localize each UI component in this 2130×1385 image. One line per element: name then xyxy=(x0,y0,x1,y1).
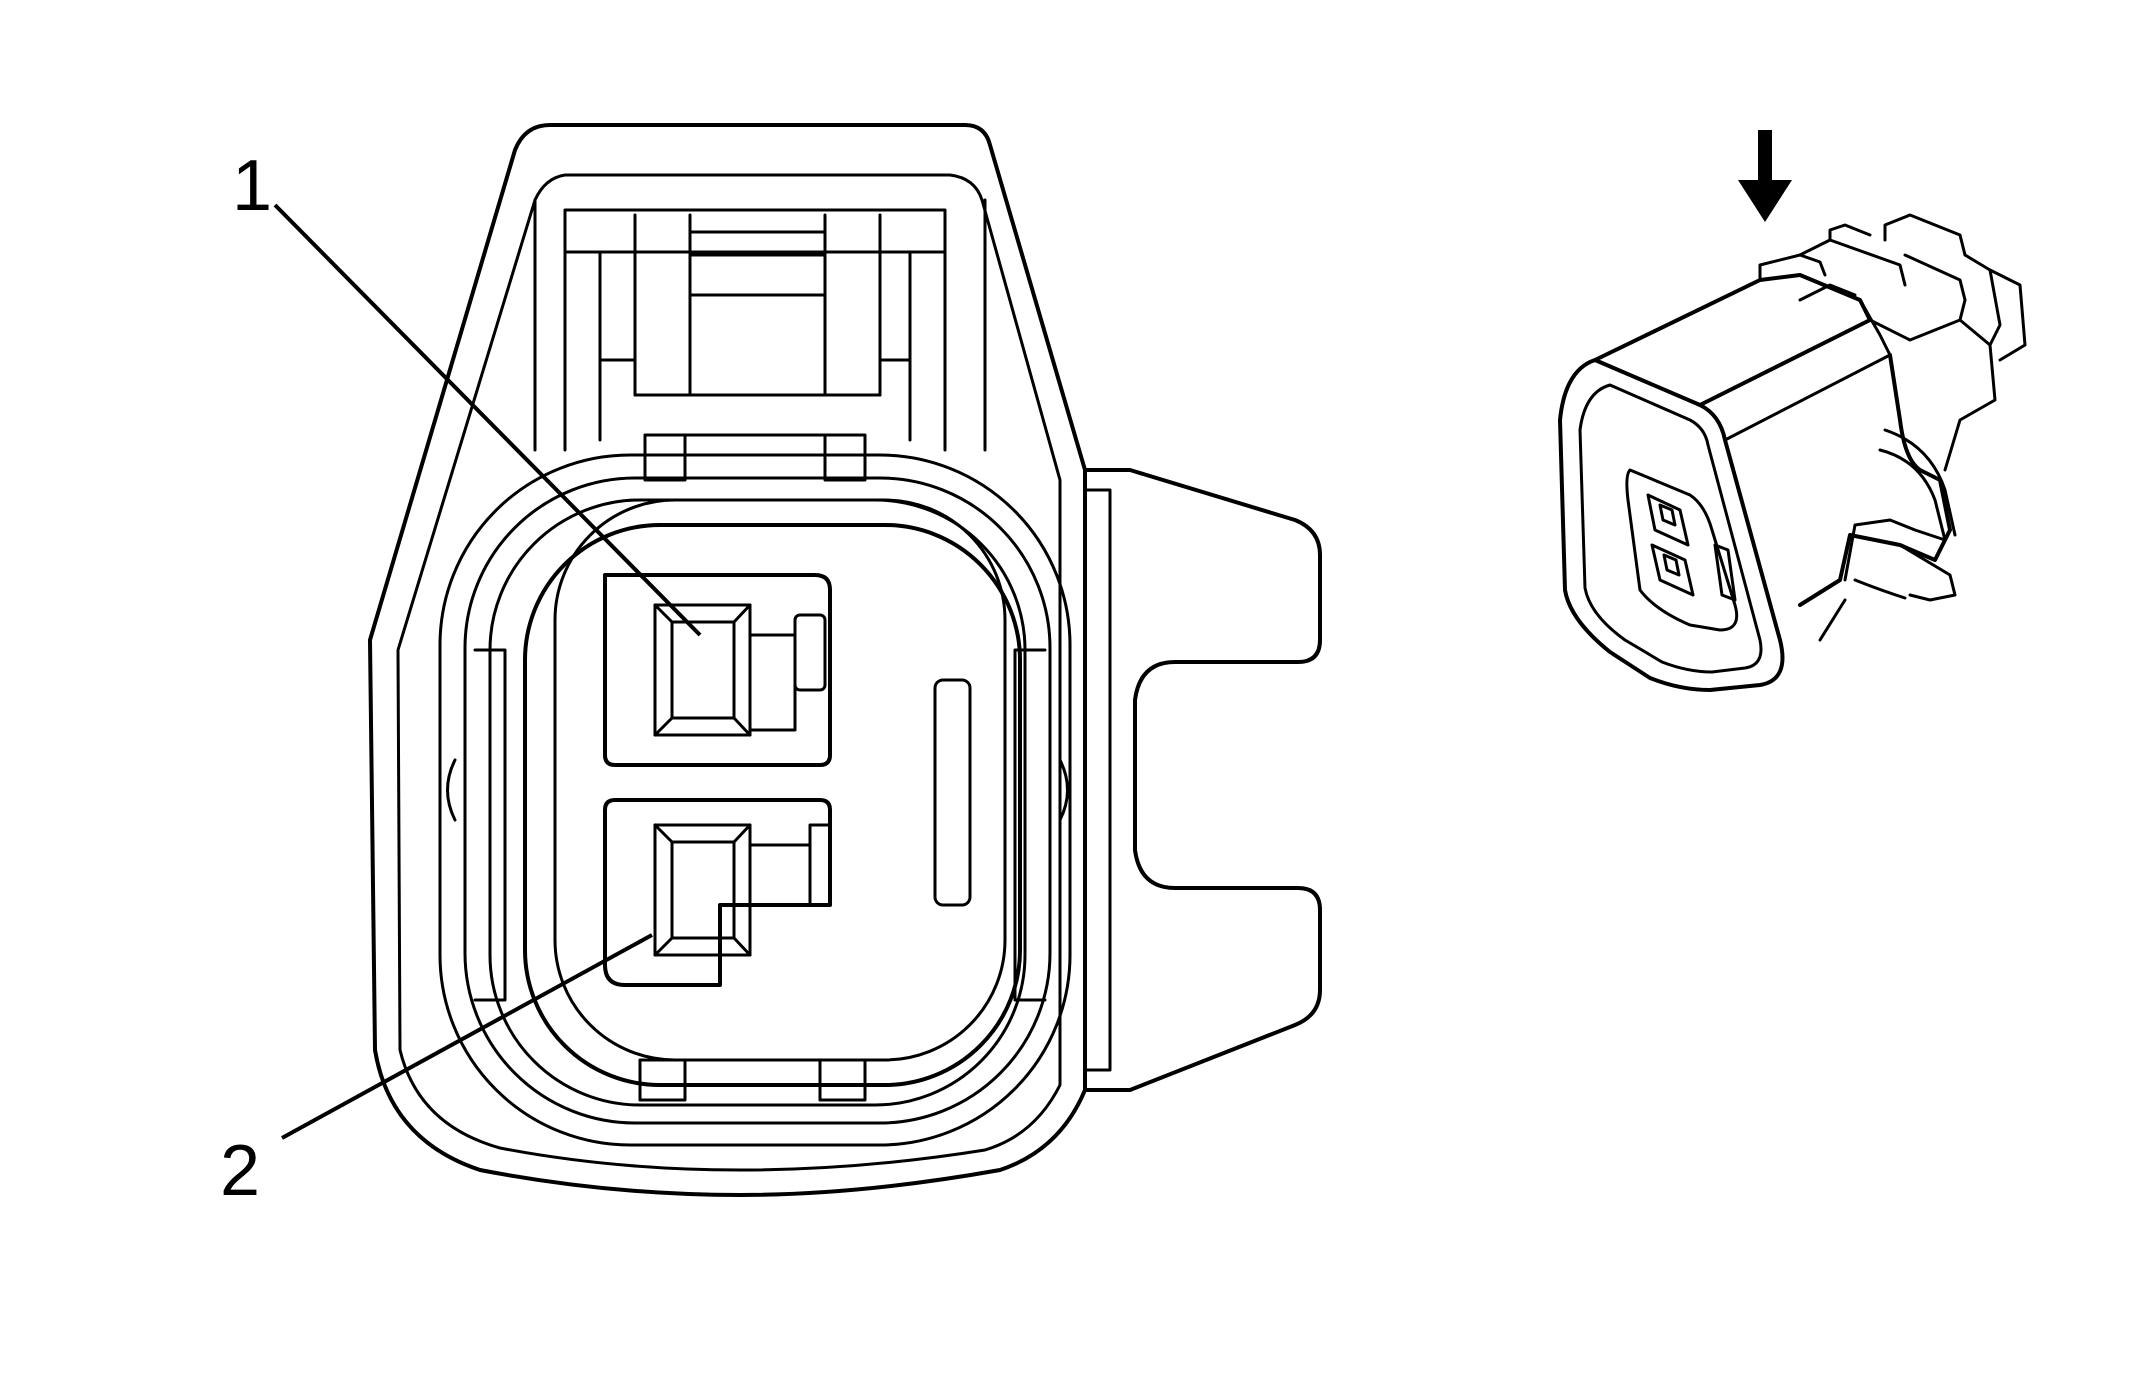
outer-housing xyxy=(368,123,1087,1197)
seal-ring-outer xyxy=(438,453,1072,1147)
left-ribs xyxy=(446,648,507,1002)
iso-front-face xyxy=(1558,358,1785,692)
callout-2-leader xyxy=(281,933,653,1140)
right-ribs xyxy=(933,648,1069,1002)
terminal-cavity-face xyxy=(553,498,1007,1062)
iso-side-body xyxy=(1798,353,1952,607)
callout-2-label: 2 xyxy=(220,1131,260,1211)
terminal-cavity-1 xyxy=(603,573,832,767)
mounting-bracket-inner xyxy=(1083,488,1112,1072)
connector-face-view xyxy=(368,123,1322,1197)
callout-2: 2 xyxy=(220,933,653,1211)
callout-1-label: 1 xyxy=(232,146,272,226)
iso-front-face-inner xyxy=(1578,383,1763,674)
iso-seal xyxy=(1625,468,1739,632)
mounting-bracket xyxy=(1083,468,1322,1092)
iso-latch xyxy=(1758,213,1967,302)
connector-iso-view xyxy=(1558,130,2027,692)
iso-top-face xyxy=(1593,273,1872,407)
seal-ring-3 xyxy=(488,498,1027,1107)
terminal-cavity-2 xyxy=(603,798,832,987)
top-latch xyxy=(533,198,987,482)
iso-terminals xyxy=(1646,493,1737,602)
seal-ring-2 xyxy=(463,476,1052,1125)
iso-bracket xyxy=(1843,448,1947,582)
seal-ring-4 xyxy=(523,523,1022,1087)
callout-1-leader xyxy=(273,203,702,637)
callout-1: 1 xyxy=(232,146,702,637)
bottom-tabs xyxy=(638,1058,867,1102)
view-direction-arrow-icon xyxy=(1738,130,1792,222)
